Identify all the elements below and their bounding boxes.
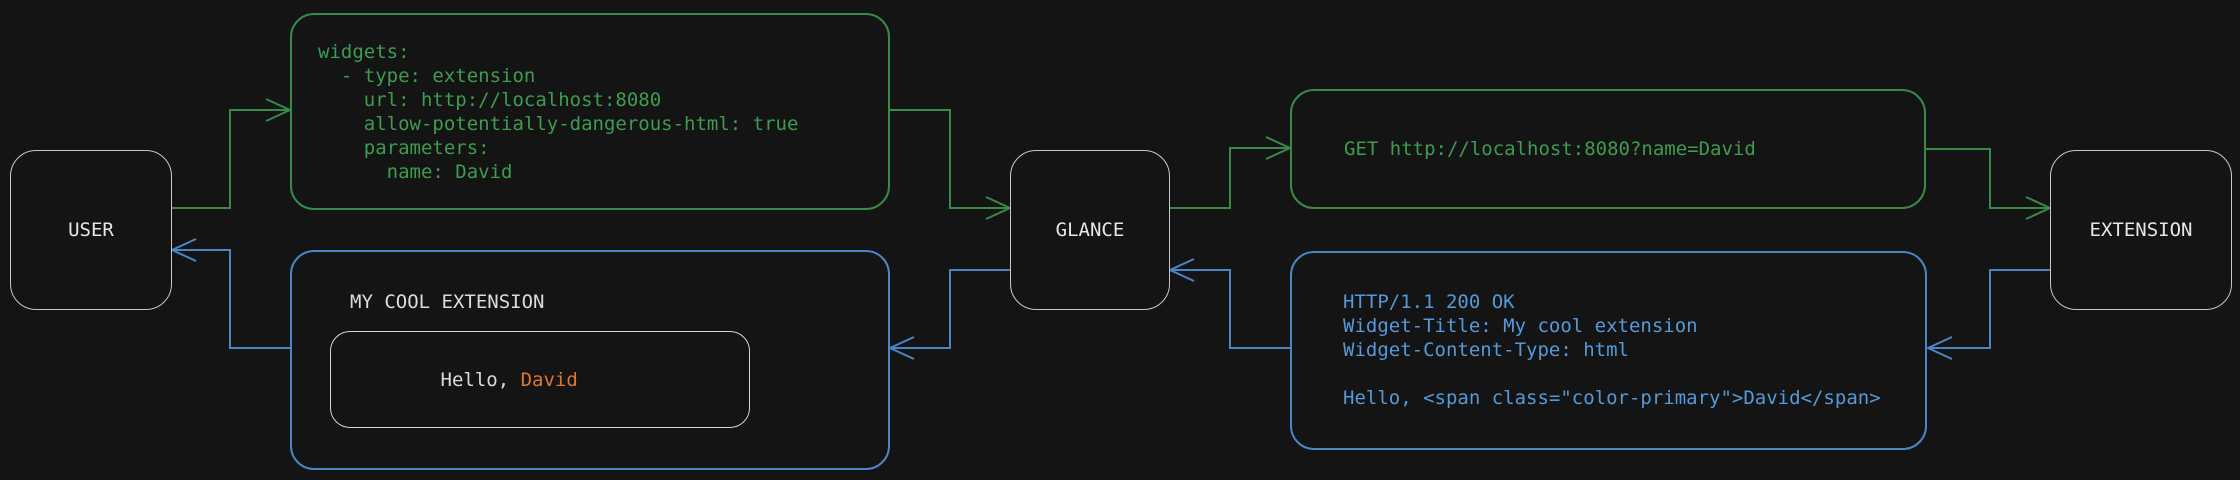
- arrowhead-response-to-glance: [1167, 258, 1195, 282]
- connector-request-to-extension: [1926, 148, 2048, 209]
- node-extension-label: EXTENSION: [2089, 219, 2193, 241]
- arrowhead-preview-to-user: [169, 238, 197, 262]
- config-yaml-box: widgets: - type: extension url: http://l…: [290, 13, 890, 210]
- connector-extension-to-response: [1930, 269, 2050, 349]
- http-response-box: HTTP/1.1 200 OK Widget-Title: My cool ex…: [1290, 251, 1927, 450]
- node-glance-label: GLANCE: [1055, 219, 1125, 241]
- greeting-name: David: [520, 368, 578, 391]
- http-request-code: GET http://localhost:8080?name=David: [1344, 138, 1756, 160]
- arrowhead-glance-to-preview: [887, 336, 915, 360]
- widget-preview-title: MY COOL EXTENSION: [350, 291, 545, 313]
- http-request-box: GET http://localhost:8080?name=David: [1290, 89, 1926, 209]
- connector-glance-to-request: [1170, 147, 1288, 209]
- connector-config-to-glance: [890, 109, 1008, 209]
- greeting-prefix: Hello,: [440, 368, 521, 391]
- widget-greeting-text: Hello, David: [331, 344, 578, 416]
- connector-glance-to-preview: [892, 269, 1010, 349]
- node-glance: GLANCE: [1010, 150, 1170, 310]
- node-extension: EXTENSION: [2050, 150, 2232, 310]
- node-user: USER: [10, 150, 172, 310]
- connector-user-to-config: [172, 109, 288, 209]
- arrowhead-extension-to-response: [1925, 336, 1953, 360]
- connector-response-to-glance: [1172, 269, 1290, 349]
- connector-preview-to-user: [174, 249, 290, 349]
- http-response-code: HTTP/1.1 200 OK Widget-Title: My cool ex…: [1343, 291, 1881, 409]
- widget-greeting-box: Hello, David: [330, 331, 750, 428]
- config-yaml-code: widgets: - type: extension url: http://l…: [318, 41, 799, 183]
- node-user-label: USER: [68, 219, 114, 241]
- widget-preview-box: MY COOL EXTENSION Hello, David: [290, 250, 890, 470]
